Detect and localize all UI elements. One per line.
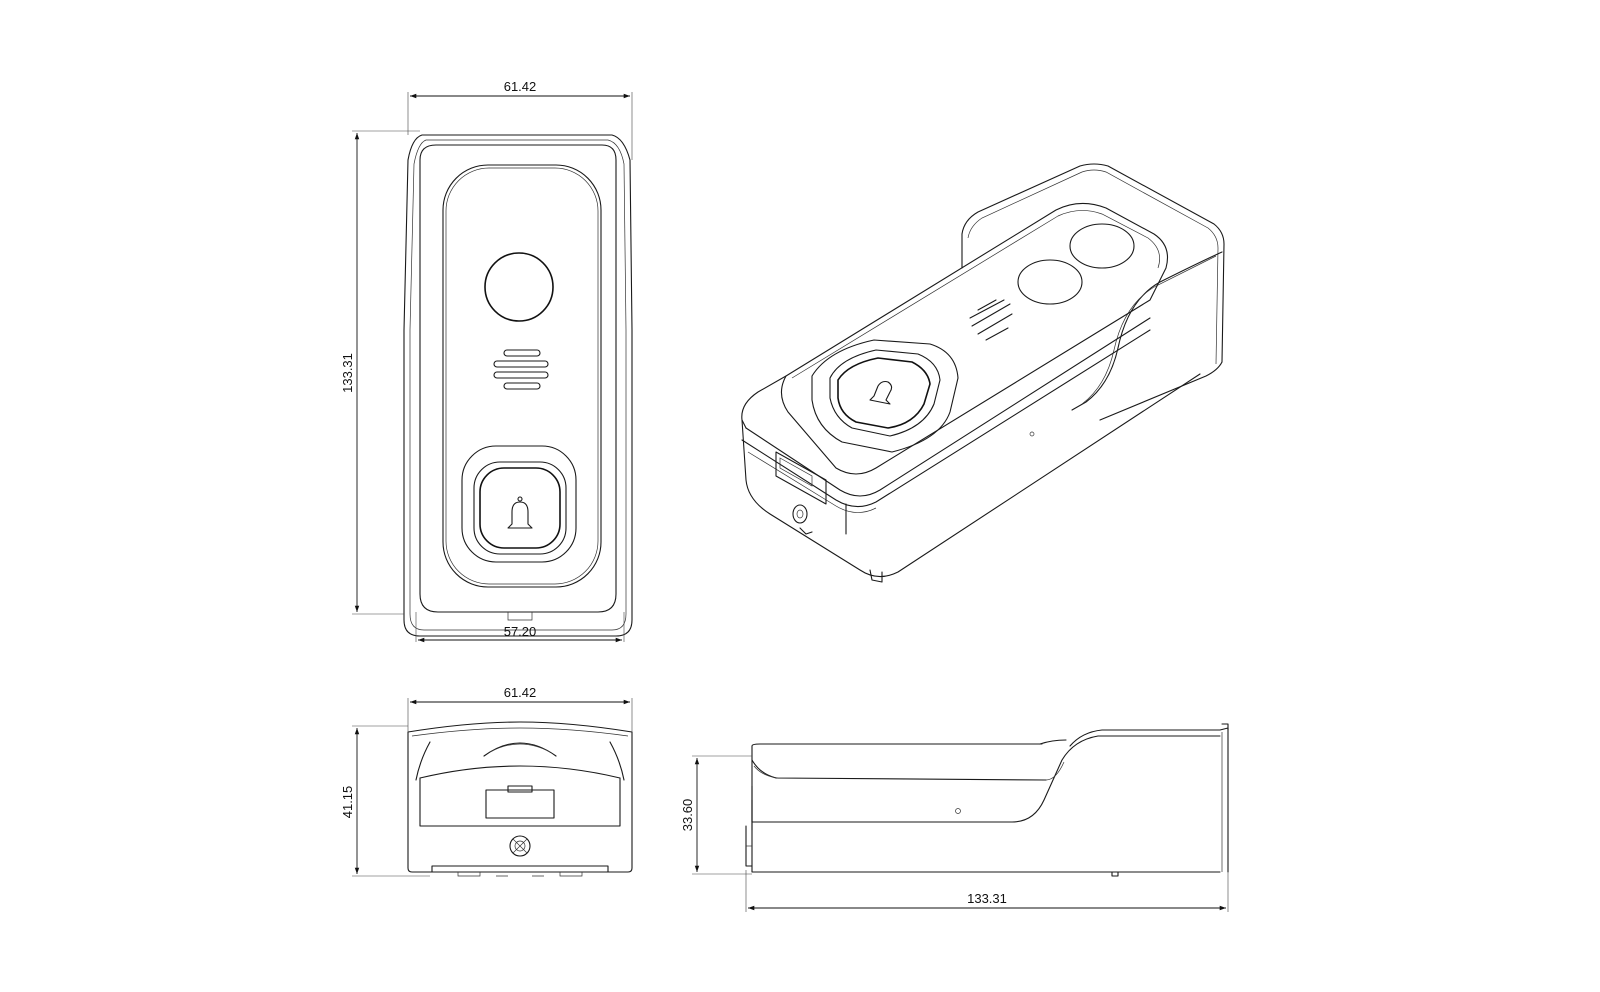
- speaker-grille-icon: [969, 299, 1013, 341]
- top-width-label: 61.42: [504, 685, 537, 700]
- front-base-width-dimension: 57.20: [415, 612, 625, 643]
- front-height-dimension: 133.31: [340, 130, 420, 615]
- front-base-width-label: 57.20: [504, 624, 537, 639]
- front-view: [403, 134, 633, 637]
- camera-lens-icon: [484, 252, 554, 322]
- bell-icon: [869, 380, 893, 405]
- screw-icon: [792, 504, 808, 524]
- screw-icon: [509, 835, 531, 857]
- front-width-label: 61.42: [504, 79, 537, 94]
- side-height-label: 33.60: [680, 799, 695, 832]
- side-height-dimension: 33.60: [680, 755, 752, 875]
- camera-lens-icon: [1017, 223, 1135, 305]
- side-length-label: 133.31: [967, 891, 1007, 906]
- top-depth-label: 41.15: [340, 786, 355, 819]
- isometric-view: [741, 163, 1225, 583]
- front-width-dimension: 61.42: [407, 79, 633, 160]
- top-width-dimension: 61.42: [407, 685, 633, 732]
- side-length-dimension: 133.31: [745, 870, 1229, 912]
- side-view: [745, 723, 1229, 877]
- bell-icon: [507, 496, 533, 529]
- top-view: [407, 721, 633, 877]
- front-height-label: 133.31: [340, 353, 355, 393]
- top-depth-dimension: 41.15: [340, 725, 430, 877]
- speaker-grille-icon: [493, 349, 549, 390]
